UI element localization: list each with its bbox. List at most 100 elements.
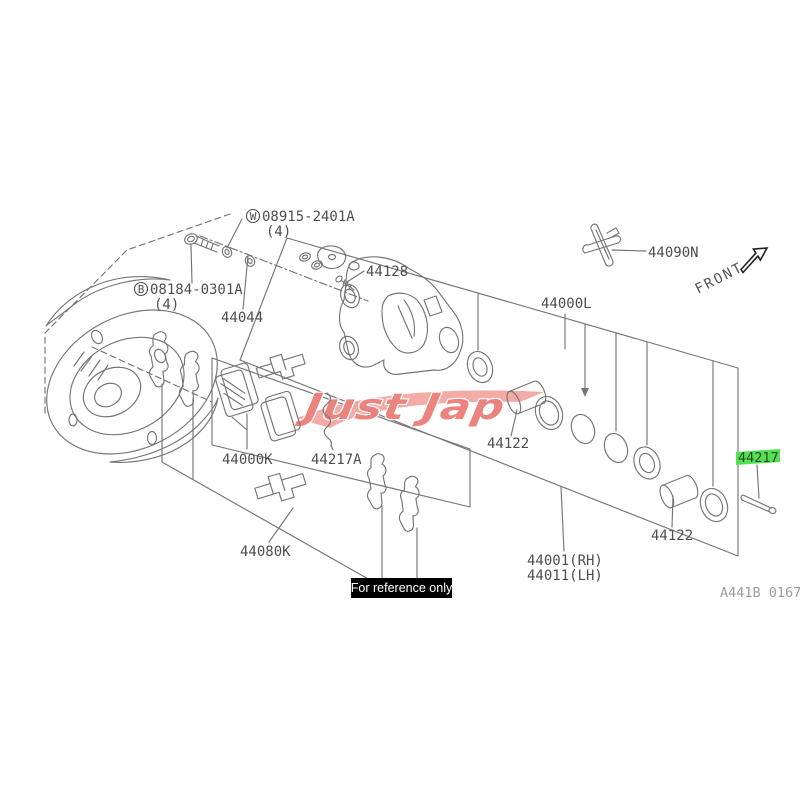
bolt-head-top [187,235,195,243]
leader-44080K [268,507,294,543]
flat-washer-hole [247,257,253,265]
pad-body [260,396,297,442]
piston-body [661,474,699,509]
leader-44122-upper [510,409,518,437]
caliper-outline [338,256,464,375]
flat-washer [244,255,256,267]
arrowhead [581,388,589,397]
bleeder-head [335,275,343,283]
caliper-piston-lower [659,474,699,509]
pin-shaft [740,494,772,513]
dashed-construction-lines [44,213,369,416]
piston-seal-ring [466,350,494,384]
piston-seal-ring-hole [638,452,656,474]
label-bolt-ref-number: 08184-0301A [150,282,243,298]
front-label: FRONT [693,260,747,298]
caliper-window [381,292,429,354]
brake-caliper-body [338,256,464,375]
plate-hole [68,413,78,427]
label-washer-ref-qty: (4) [266,224,291,240]
plate-top-flange [45,276,171,327]
leader-bolt-ref [190,244,193,284]
seal-disc [603,432,629,464]
caliper-boss-upper [340,283,360,309]
dashed-link-line [91,346,213,403]
highlighted-part-44217[interactable]: 44217 [736,449,780,515]
seal-disc [570,413,596,445]
highlight-box[interactable] [736,449,780,465]
label-44000L: 44000L [541,296,592,312]
pad-kit-box [211,357,471,508]
clip-outline [254,472,307,502]
leader-pads-left [161,383,371,581]
boot-ring [699,487,729,523]
brake-pads-group [148,331,421,533]
leader-lines [161,218,714,581]
caliper-piston-upper [506,380,547,415]
leader-44090N [611,249,647,252]
spring-washer-hole [224,248,230,256]
label-44217[interactable]: 44217 [738,450,779,466]
front-indicator: FRONT [693,247,769,298]
piston-body [508,380,547,415]
bleeder-boss [348,261,360,271]
assembly-axis-line [199,235,369,302]
leader-44128 [346,270,365,283]
caliper-boss-upper-hole [344,288,356,304]
ring-washer-hole [313,262,321,268]
dashed-boundary [44,213,231,416]
plate-bottom-flange [109,397,219,463]
pad-body [215,369,254,418]
leader-44044 [242,255,249,310]
leader-44001 [560,486,565,552]
caliper-bridge-lines [397,299,416,339]
boot-ring-hole [704,493,724,517]
piston-end [659,484,675,509]
bracket-hole [327,253,337,261]
ring-washer [311,260,323,270]
label-44000K: 44000K [222,452,273,468]
washer-ref-circle [245,208,261,224]
label-44122-lower: 44122 [651,528,693,544]
mount-bolt-and-washers [184,233,256,267]
label-44080K: 44080K [240,544,291,560]
pad-hatch [220,378,246,407]
watermark: Just Jap [292,384,544,429]
pad-shim [220,362,259,411]
caliper-kit-box [239,237,739,557]
reference-note: For reference only [351,578,453,598]
pad-spring-squiggle [322,392,333,447]
watermark-text: Just Jap [293,385,509,428]
pad-retainer-clip-lower [254,472,307,502]
part-labels: W 08915-2401A (4) B 08184-0301A (4) 4404… [133,208,699,584]
pad-with-shim-lower [260,390,301,442]
piston-boot [534,395,564,431]
plate-hole [146,430,158,446]
diagram-code: A441B 0167 [720,585,800,601]
bolt-shaft [193,235,220,253]
label-44001-rh: 44001(RH) [527,553,603,569]
leader-44217A [330,444,334,451]
bolt-ref-symbol: B [138,283,145,296]
leader-washer-ref [226,218,243,249]
label-44217A: 44217A [311,452,362,468]
leader-pads-right [381,505,418,580]
caliper-boss-lower [339,335,359,361]
label-washer-ref-number: 08915-2401A [262,209,355,225]
ring-washer [299,252,311,262]
washer-ref-symbol: W [250,210,257,223]
slide-pin [740,494,777,515]
label-44011-lh: 44011(LH) [527,568,603,584]
hose-bracket-assembly [299,245,347,270]
leader-44122-lower [671,495,674,528]
bleeder-screw-44128 [335,275,355,291]
piston-boot-hole [538,400,560,426]
brake-pad-outline [178,350,201,408]
plate-hatch-lines [73,351,109,381]
plate-outer-rim [46,309,218,455]
clip-outline [255,353,306,380]
pad-with-shim-upper [215,362,259,418]
clip-detail [269,479,286,495]
